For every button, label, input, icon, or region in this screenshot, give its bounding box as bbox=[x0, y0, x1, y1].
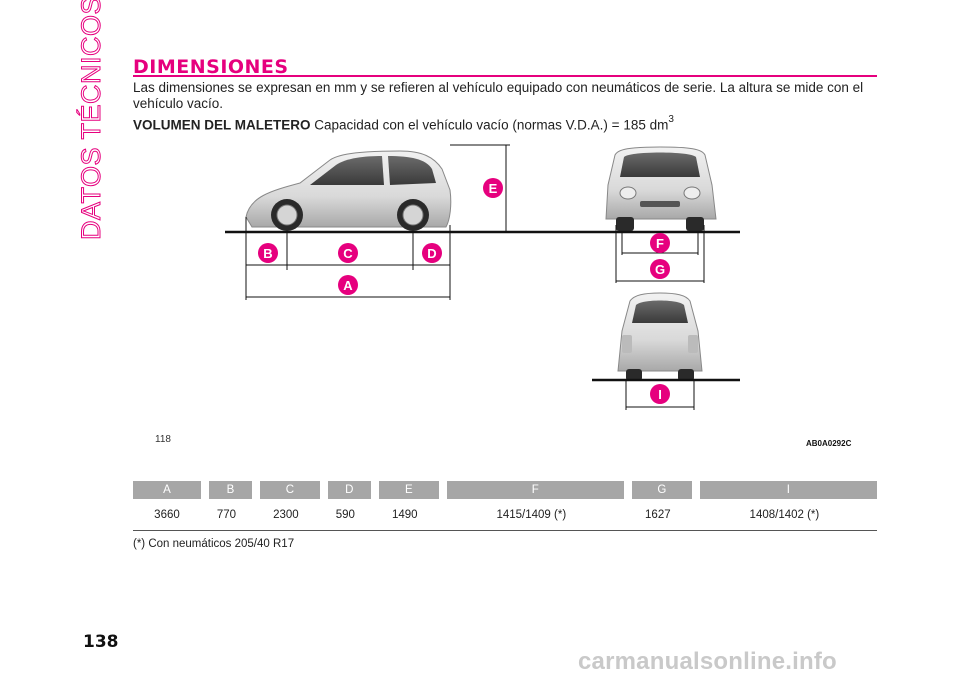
table-header: I bbox=[691, 481, 877, 499]
trunk-volume-unit-superscript: 3 bbox=[668, 114, 674, 125]
figure-number: 118 bbox=[155, 434, 171, 445]
marker-I: I bbox=[650, 384, 670, 404]
table-cell: 2300 bbox=[251, 499, 320, 531]
table-header: F bbox=[438, 481, 624, 499]
car-side-view bbox=[245, 150, 452, 231]
marker-F: F bbox=[650, 233, 670, 253]
marker-D: D bbox=[422, 243, 442, 263]
page-number: 138 bbox=[83, 632, 119, 652]
table-cell: 1627 bbox=[623, 499, 692, 531]
table-cell: 590 bbox=[319, 499, 371, 531]
footnote: (*) Con neumáticos 205/40 R17 bbox=[133, 538, 295, 550]
marker-A: A bbox=[338, 275, 358, 295]
marker-E: E bbox=[483, 178, 503, 198]
marker-G: G bbox=[650, 259, 670, 279]
table-cell: 770 bbox=[200, 499, 252, 531]
table-header: A bbox=[133, 481, 201, 499]
car-front-view bbox=[605, 146, 717, 231]
dimensions-figure: B C D A E F G I bbox=[225, 144, 740, 410]
trunk-volume: VOLUMEN DEL MALETERO Capacidad con el ve… bbox=[133, 114, 877, 133]
car-rear-view bbox=[617, 292, 703, 381]
marker-G-label: G bbox=[655, 262, 665, 277]
marker-A-label: A bbox=[343, 278, 353, 293]
table-cell: 1415/1409 (*) bbox=[438, 499, 624, 531]
title-divider bbox=[133, 75, 877, 77]
marker-D-label: D bbox=[427, 246, 436, 261]
table-header: C bbox=[251, 481, 320, 499]
figure-code: AB0A0292C bbox=[806, 439, 852, 448]
marker-B-label: B bbox=[263, 246, 272, 261]
marker-F-label: F bbox=[656, 236, 664, 251]
table-header-row: A B C D E F G I bbox=[133, 481, 877, 499]
marker-I-label: I bbox=[658, 387, 662, 402]
chapter-tab: DATOS TÉCNICOS bbox=[76, 0, 107, 241]
watermark: carmanualsonline.info bbox=[578, 648, 837, 675]
marker-C-label: C bbox=[343, 246, 353, 261]
trunk-volume-label: VOLUMEN DEL MALETERO bbox=[133, 117, 311, 133]
marker-B: B bbox=[258, 243, 278, 263]
table-cell: 1490 bbox=[370, 499, 439, 531]
table-header: G bbox=[623, 481, 692, 499]
intro-text: Las dimensiones se expresan en mm y se r… bbox=[133, 80, 864, 111]
table-row: 3660 770 2300 590 1490 1415/1409 (*) 162… bbox=[133, 499, 877, 531]
table-cell: 1408/1402 (*) bbox=[691, 499, 877, 531]
table-header: E bbox=[370, 481, 439, 499]
marker-C: C bbox=[338, 243, 358, 263]
table-header: D bbox=[319, 481, 371, 499]
table-header: B bbox=[200, 481, 252, 499]
table-cell: 3660 bbox=[133, 499, 201, 531]
dimensions-table: A B C D E F G I 3660 770 2300 590 1490 1… bbox=[133, 481, 877, 531]
trunk-volume-text: Capacidad con el vehículo vacío (normas … bbox=[314, 117, 669, 133]
section-title: DIMENSIONES bbox=[133, 56, 289, 78]
marker-E-label: E bbox=[489, 181, 498, 196]
